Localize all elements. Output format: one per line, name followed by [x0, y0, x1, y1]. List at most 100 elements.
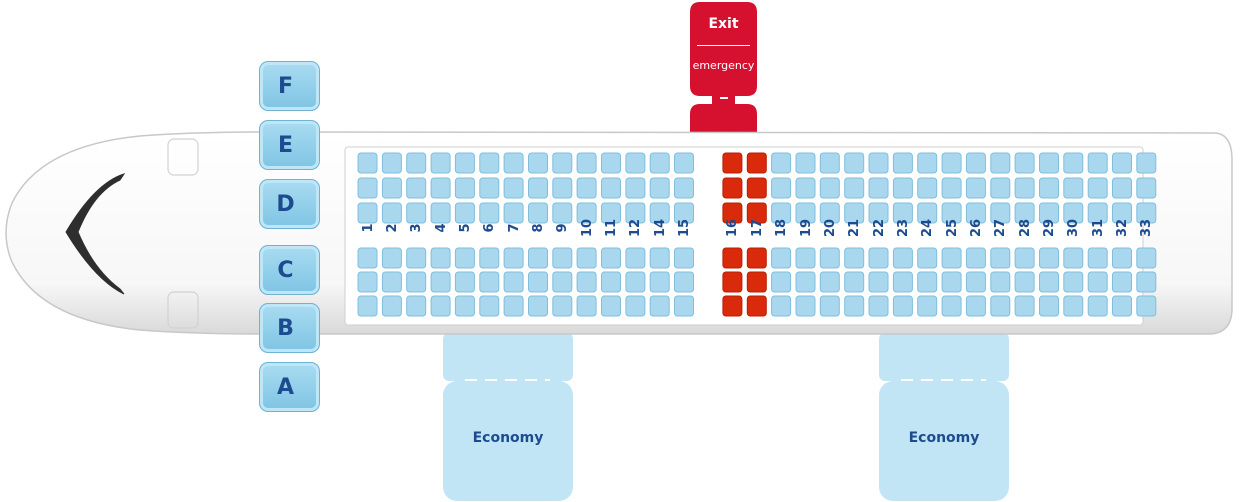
seat-14-3[interactable]	[649, 247, 670, 269]
seat-31-1[interactable]	[1087, 177, 1108, 199]
seat-10-3[interactable]	[576, 247, 597, 269]
seat-22-5[interactable]	[868, 295, 889, 317]
seat-1-0[interactable]	[357, 152, 378, 174]
seat-8-4[interactable]	[528, 271, 548, 293]
seat-7-3[interactable]	[503, 247, 524, 269]
seat-15-3[interactable]	[674, 247, 694, 269]
seat-29-5[interactable]	[1039, 295, 1059, 317]
seat-14-1[interactable]	[649, 177, 670, 199]
seat-3-2[interactable]	[406, 202, 427, 224]
seat-24-3[interactable]	[917, 247, 938, 269]
seat-24-2[interactable]	[917, 202, 938, 224]
seat-30-3[interactable]	[1063, 247, 1084, 269]
seat-10-5[interactable]	[576, 295, 597, 317]
seat-1-2[interactable]	[357, 202, 378, 224]
seat-19-2[interactable]	[795, 202, 816, 224]
seat-5-2[interactable]	[454, 202, 475, 224]
seat-7-5[interactable]	[503, 295, 524, 317]
seat-12-4[interactable]	[625, 271, 646, 293]
seat-32-4[interactable]	[1112, 271, 1132, 293]
seat-8-1[interactable]	[528, 177, 548, 199]
seat-26-5[interactable]	[965, 295, 986, 317]
seat-27-3[interactable]	[990, 247, 1011, 269]
seat-3-0[interactable]	[406, 152, 427, 174]
seat-15-5[interactable]	[674, 295, 694, 317]
seat-30-2[interactable]	[1063, 202, 1084, 224]
seat-3-1[interactable]	[406, 177, 427, 199]
seat-1-3[interactable]	[357, 247, 378, 269]
seat-5-5[interactable]	[454, 295, 475, 317]
seat-11-0[interactable]	[601, 152, 621, 174]
exit-seat-17-3[interactable]	[746, 247, 767, 269]
seat-4-2[interactable]	[430, 202, 451, 224]
seat-22-3[interactable]	[868, 247, 889, 269]
seat-2-3[interactable]	[381, 247, 402, 269]
seat-22-1[interactable]	[868, 177, 889, 199]
seat-20-0[interactable]	[819, 152, 840, 174]
exit-seat-16-3[interactable]	[722, 247, 743, 269]
seat-33-5[interactable]	[1136, 295, 1157, 317]
seat-18-5[interactable]	[771, 295, 792, 317]
exit-seat-16-4[interactable]	[722, 271, 743, 293]
seat-12-3[interactable]	[625, 247, 646, 269]
seat-25-3[interactable]	[941, 247, 962, 269]
seat-15-4[interactable]	[674, 271, 694, 293]
seat-21-1[interactable]	[844, 177, 865, 199]
seat-9-4[interactable]	[552, 271, 573, 293]
seat-25-0[interactable]	[941, 152, 962, 174]
seat-29-0[interactable]	[1039, 152, 1059, 174]
seat-15-2[interactable]	[674, 202, 694, 224]
seat-5-3[interactable]	[454, 247, 475, 269]
seat-27-5[interactable]	[990, 295, 1011, 317]
seat-6-3[interactable]	[479, 247, 500, 269]
seat-14-4[interactable]	[649, 271, 670, 293]
seat-31-5[interactable]	[1087, 295, 1108, 317]
seat-32-5[interactable]	[1112, 295, 1132, 317]
seat-25-1[interactable]	[941, 177, 962, 199]
seat-23-2[interactable]	[892, 202, 913, 224]
seat-19-3[interactable]	[795, 247, 816, 269]
seat-33-0[interactable]	[1136, 152, 1157, 174]
seat-5-1[interactable]	[454, 177, 475, 199]
seat-6-2[interactable]	[479, 202, 500, 224]
seat-5-0[interactable]	[454, 152, 475, 174]
seat-27-1[interactable]	[990, 177, 1011, 199]
seat-11-4[interactable]	[601, 271, 621, 293]
seat-23-1[interactable]	[892, 177, 913, 199]
seat-11-5[interactable]	[601, 295, 621, 317]
seat-6-4[interactable]	[479, 271, 500, 293]
seat-28-4[interactable]	[1014, 271, 1035, 293]
seat-4-0[interactable]	[430, 152, 451, 174]
seat-20-2[interactable]	[819, 202, 840, 224]
seat-15-0[interactable]	[674, 152, 694, 174]
seat-21-2[interactable]	[844, 202, 865, 224]
seat-32-2[interactable]	[1112, 202, 1132, 224]
seat-26-4[interactable]	[965, 271, 986, 293]
seat-19-0[interactable]	[795, 152, 816, 174]
seat-7-2[interactable]	[503, 202, 524, 224]
seat-3-5[interactable]	[406, 295, 427, 317]
seat-23-3[interactable]	[892, 247, 913, 269]
seat-19-1[interactable]	[795, 177, 816, 199]
seat-26-0[interactable]	[965, 152, 986, 174]
seat-14-2[interactable]	[649, 202, 670, 224]
exit-seat-17-1[interactable]	[746, 177, 767, 199]
exit-seat-17-2[interactable]	[746, 202, 767, 224]
seat-21-4[interactable]	[844, 271, 865, 293]
seat-22-0[interactable]	[868, 152, 889, 174]
seat-15-1[interactable]	[674, 177, 694, 199]
seat-21-0[interactable]	[844, 152, 865, 174]
seat-2-0[interactable]	[381, 152, 402, 174]
exit-seat-16-1[interactable]	[722, 177, 743, 199]
seat-29-1[interactable]	[1039, 177, 1059, 199]
seat-18-0[interactable]	[771, 152, 792, 174]
seat-33-4[interactable]	[1136, 271, 1157, 293]
seat-12-1[interactable]	[625, 177, 646, 199]
seat-33-3[interactable]	[1136, 247, 1157, 269]
exit-seat-17-4[interactable]	[746, 271, 767, 293]
seat-8-0[interactable]	[528, 152, 548, 174]
seat-4-1[interactable]	[430, 177, 451, 199]
seat-27-0[interactable]	[990, 152, 1011, 174]
seat-28-5[interactable]	[1014, 295, 1035, 317]
seat-33-2[interactable]	[1136, 202, 1157, 224]
